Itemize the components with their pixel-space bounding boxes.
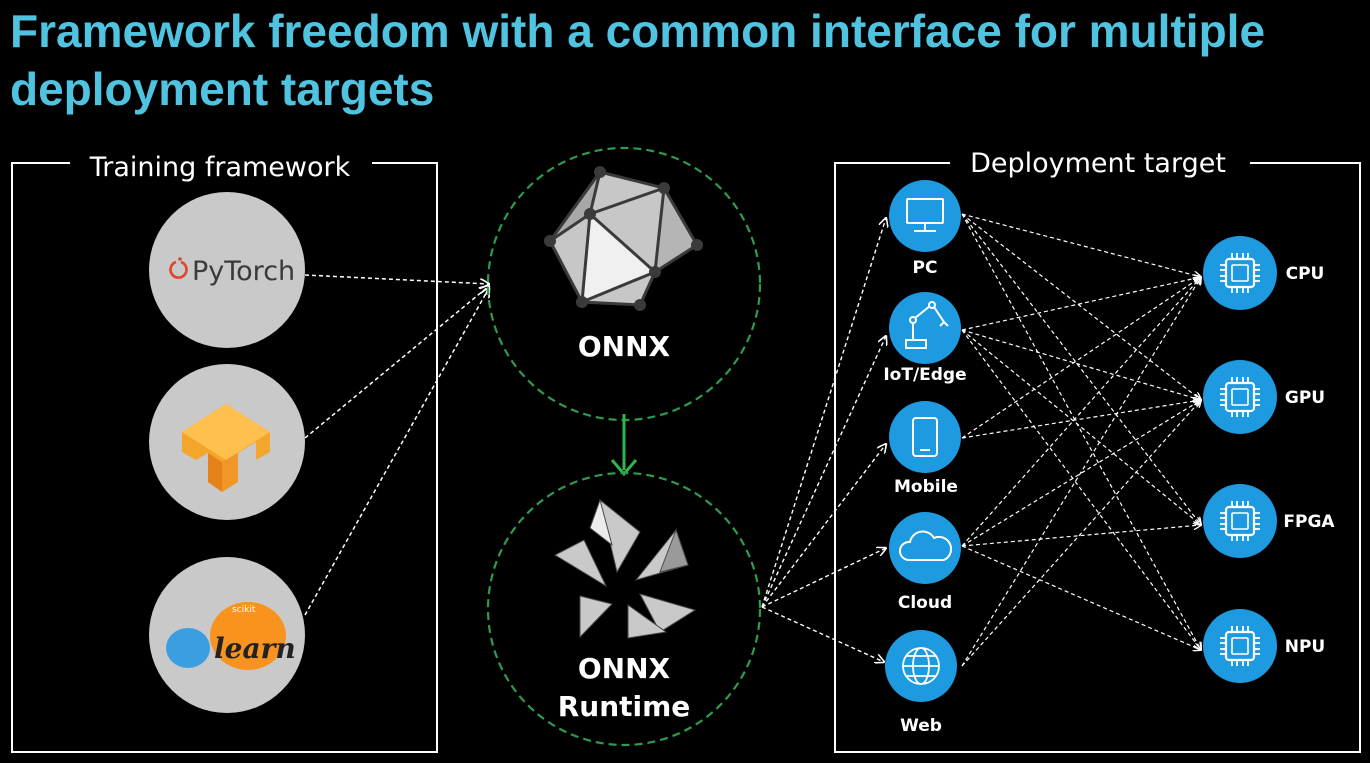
platform-web: Web (885, 630, 957, 736)
pytorch-to-onnx-arrow (304, 274, 489, 284)
monitor-icon (906, 198, 944, 232)
training-framework-label: Training framework (89, 152, 351, 183)
robot-arm-icon (905, 301, 949, 349)
scikit-sublabel: scikit (232, 605, 256, 615)
pytorch-node: PyTorch (149, 192, 305, 348)
hardware-gpu: GPU (1203, 360, 1325, 434)
hardware-gpu-label: GPU (1285, 388, 1325, 408)
onnx-label: ONNX (578, 330, 671, 363)
platform-iot-edge-label: IoT/Edge (883, 365, 966, 385)
pytorch-logo-icon (169, 257, 188, 279)
onnx-logo-icon (544, 166, 703, 311)
onnx-runtime-logo-icon (553, 498, 697, 639)
platform-web-label: Web (900, 716, 942, 736)
learn-label: learn (214, 632, 296, 665)
hardware-fpga: FPGA (1203, 484, 1335, 558)
platform-cloud: Cloud (889, 512, 961, 613)
platform-pc: PC (889, 180, 961, 278)
platform-pc-label: PC (913, 258, 938, 278)
runtime-to-cloud-arrow (761, 548, 886, 608)
onnx-node: ONNX (486, 146, 762, 422)
onnx-runtime-label-line1: ONNX (578, 652, 671, 685)
platform-iot-edge: IoT/Edge (883, 292, 967, 385)
training-framework-group: Training framework (11, 152, 438, 753)
deployment-target-group: Deployment target (834, 148, 1361, 753)
onnx-runtime-label-line2: Runtime (558, 690, 691, 723)
scikit-learn-logo-icon: scikit learn (166, 602, 296, 670)
sklearn-to-onnx-arrow (304, 288, 489, 616)
globe-icon (902, 647, 940, 685)
platform-mobile-label: Mobile (894, 477, 958, 497)
deployment-target-label: Deployment target (970, 148, 1226, 179)
scikit-learn-node: scikit learn (149, 557, 305, 713)
runtime-to-pc-arrow (761, 218, 886, 608)
pytorch-label: PyTorch (192, 256, 295, 287)
onnx-runtime-node: ONNX Runtime (486, 471, 762, 747)
tensorflow-to-onnx-arrow (304, 286, 489, 439)
hardware-fpga-label: FPGA (1283, 512, 1335, 532)
hardware-cpu: CPU (1203, 236, 1324, 310)
runtime-to-mobile-arrow (761, 444, 886, 608)
platform-cloud-label: Cloud (898, 593, 952, 613)
hardware-cpu-label: CPU (1286, 264, 1325, 284)
framework-arrows (304, 274, 489, 616)
hardware-npu-label: NPU (1285, 637, 1326, 657)
tensorflow-logo-icon (182, 404, 270, 492)
onnx-to-runtime-arrow (610, 414, 638, 477)
runtime-to-platform-arrows (761, 218, 886, 662)
runtime-to-web-arrow (761, 606, 884, 662)
tensorflow-node (149, 364, 305, 520)
platform-mobile: Mobile (889, 401, 961, 497)
phone-icon (912, 417, 938, 457)
page-title: Framework freedom with a common interfac… (10, 5, 1266, 115)
runtime-to-iot-arrow (761, 336, 886, 608)
cloud-icon (899, 530, 953, 561)
hardware-npu: NPU (1203, 609, 1325, 683)
platform-to-hardware-arrows (961, 213, 1201, 667)
